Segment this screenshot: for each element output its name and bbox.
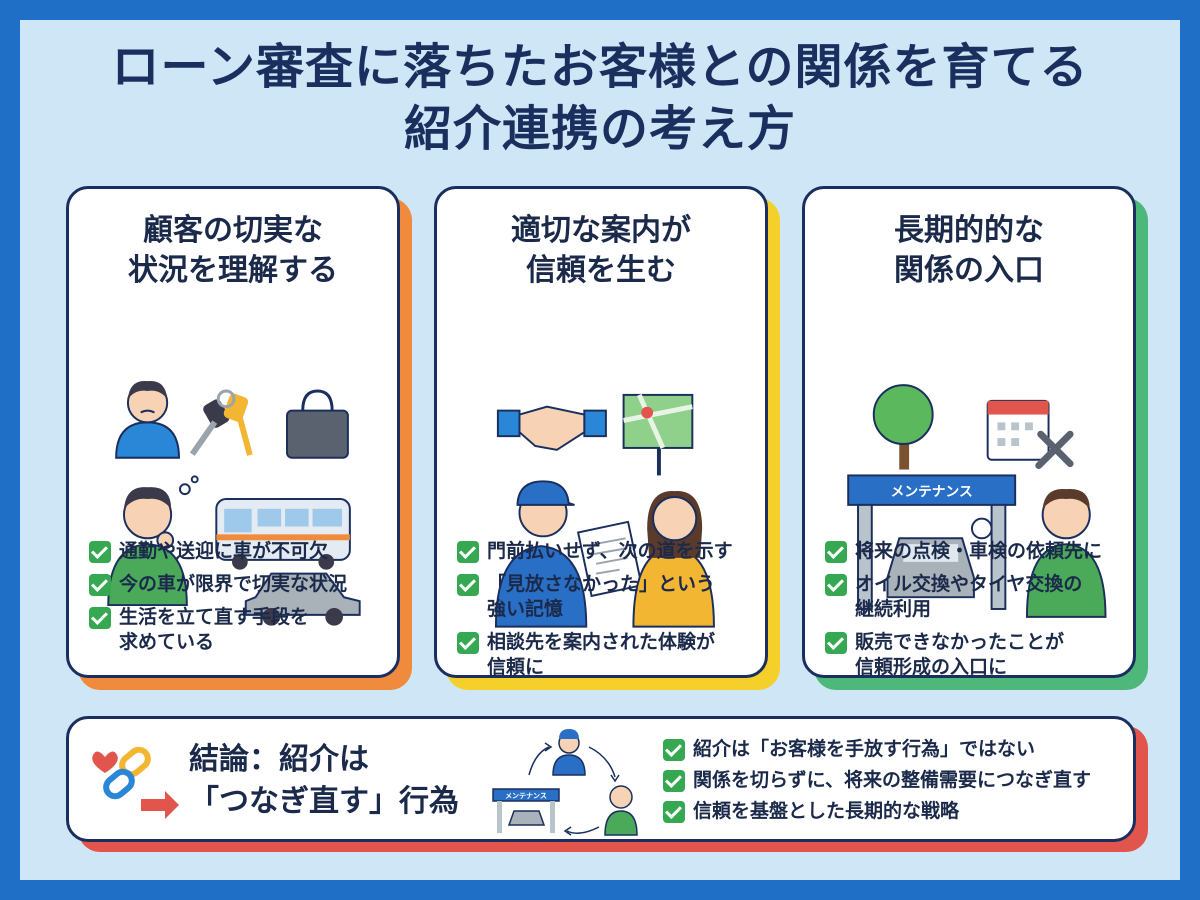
list-item: 販売できなかったことが 信頼形成の入口に — [825, 630, 1121, 680]
list-item: 関係を切らずに、将来の整備需要につなぎ直す — [663, 768, 1121, 793]
document-icon — [576, 520, 643, 598]
card-illustration: メンテナンス — [847, 384, 1107, 618]
handshake-icon — [496, 405, 607, 451]
list-item: 信頼を基盤とした長期的な戦略 — [663, 799, 1121, 824]
referral-cycle-illustration: メンテナンス — [492, 729, 638, 836]
conclusion-checklist: 紹介は「お客様を手放す行為」ではない 関係を切らずに、将来の整備需要につなぎ直す… — [663, 737, 1121, 824]
check-icon — [457, 541, 479, 563]
list-item: 今の車が限界で切実な状況 — [89, 572, 385, 597]
check-icon — [825, 574, 847, 596]
check-icon — [457, 574, 479, 596]
check-text: 関係を切らずに、将来の整備需要につなぎ直す — [693, 769, 1092, 791]
card-title: 顧客の切実な 状況を理解する — [128, 213, 338, 288]
page-title: ローン審査に落ちたお客様との関係を育てる 紹介連携の考え方 — [0, 36, 1200, 160]
checklist: 門前払いせず、次の道を示す 「見放さなかった」という 強い記憶 相談先を案内され… — [457, 539, 753, 688]
check-text: 信頼を基盤とした長期的な戦略 — [693, 800, 960, 822]
person-worried-icon — [115, 380, 180, 459]
tree-icon — [872, 384, 934, 470]
wrench-icon — [1035, 430, 1074, 470]
page-title-line1: ローン審査に落ちたお客様との関係を育てる — [111, 39, 1089, 95]
conclusion-title: 結論：紹介は 「つなぎ直す」行為 — [189, 739, 459, 823]
list-item: 紹介は「お客様を手放す行為」ではない — [663, 737, 1121, 762]
check-text: 今の車が限界で切実な状況 — [119, 573, 348, 595]
check-text: 門前払いせず、次の道を示す — [487, 540, 733, 562]
list-item: オイル交換やタイヤ交換の 継続利用 — [825, 572, 1121, 622]
garage-icon: メンテナンス — [492, 788, 560, 833]
check-text: 生活を立て直す手段を 求めている — [119, 606, 310, 653]
checklist: 通勤や送迎に車が不可欠 今の車が限界で切実な状況 生活を立て直す手段を 求めてい… — [89, 539, 385, 663]
chain-heart-icon — [92, 746, 179, 819]
thinking-person-icon — [107, 475, 199, 607]
page-title-line2: 紹介連携の考え方 — [403, 101, 796, 157]
mechanic-icon — [552, 729, 586, 776]
car-icon — [244, 572, 361, 626]
card-body: 顧客の切実な 状況を理解する — [66, 186, 400, 678]
calendar-icon — [986, 399, 1050, 461]
check-text: 将来の点検・車検の依頼先に — [855, 540, 1103, 562]
check-text: 販売できなかったことが 信頼形成の入口に — [855, 631, 1065, 678]
card-title: 長期的的な 関係の入口 — [894, 213, 1044, 288]
card-long-term: 長期的的な 関係の入口 メンテナンス — [802, 186, 1148, 690]
cycle-arrows-icon — [528, 742, 620, 836]
card-illustration — [494, 393, 715, 628]
check-icon — [89, 607, 111, 629]
card-title: 適切な案内が 信頼を生む — [511, 213, 691, 288]
list-item: 将来の点検・車検の依頼先に — [825, 539, 1121, 564]
bag-icon — [286, 389, 349, 459]
check-icon — [825, 632, 847, 654]
card-body: 長期的的な 関係の入口 メンテナンス — [802, 186, 1136, 678]
person-icon — [1025, 489, 1107, 618]
check-icon — [663, 739, 685, 761]
list-item: 門前払いせず、次の道を示す — [457, 539, 753, 564]
conclusion-line2: 「つなぎ直す」行為 — [189, 784, 459, 819]
list-item: 通勤や送迎に車が不可欠 — [89, 539, 385, 564]
card-body: 適切な案内が 信頼を生む — [434, 186, 768, 678]
check-icon — [89, 574, 111, 596]
conclusion-body: 結論：紹介は 「つなぎ直す」行為 メンテナンス — [66, 716, 1136, 842]
customer-icon — [604, 785, 638, 836]
woman-icon — [632, 491, 715, 628]
list-item: 相談先を案内された体験が 信頼に — [457, 630, 753, 680]
card-trust: 適切な案内が 信頼を生む — [434, 186, 780, 690]
checklist: 将来の点検・車検の依頼先に オイル交換やタイヤ交換の 継続利用 販売できなかった… — [825, 539, 1121, 688]
conclusion-line1: 結論：紹介は — [189, 742, 369, 777]
check-icon — [825, 541, 847, 563]
mechanic-icon — [494, 480, 588, 628]
bus-icon — [215, 498, 351, 570]
conclusion-box: 結論：紹介は 「つなぎ直す」行為 メンテナンス — [66, 716, 1148, 852]
card-illustration — [107, 380, 361, 626]
garage-sign: メンテナンス — [505, 792, 547, 800]
car-keys-icon — [189, 389, 253, 456]
check-icon — [457, 632, 479, 654]
list-item: 「見放さなかった」という 強い記憶 — [457, 572, 753, 622]
map-sign-icon — [622, 393, 694, 476]
garage-sign: メンテナンス — [891, 484, 973, 500]
check-text: 通勤や送迎に車が不可欠 — [119, 540, 329, 562]
check-text: 紹介は「お客様を手放す行為」ではない — [693, 738, 1036, 760]
check-text: 「見放さなかった」という 強い記憶 — [487, 573, 716, 620]
garage-icon: メンテナンス — [847, 474, 1017, 610]
check-icon — [663, 801, 685, 823]
card-understand: 顧客の切実な 状況を理解する — [66, 186, 412, 690]
check-icon — [663, 770, 685, 792]
list-item: 生活を立て直す手段を 求めている — [89, 605, 385, 655]
check-icon — [89, 541, 111, 563]
check-text: 相談先を案内された体験が 信頼に — [487, 631, 716, 678]
check-text: オイル交換やタイヤ交換の 継続利用 — [855, 573, 1083, 620]
